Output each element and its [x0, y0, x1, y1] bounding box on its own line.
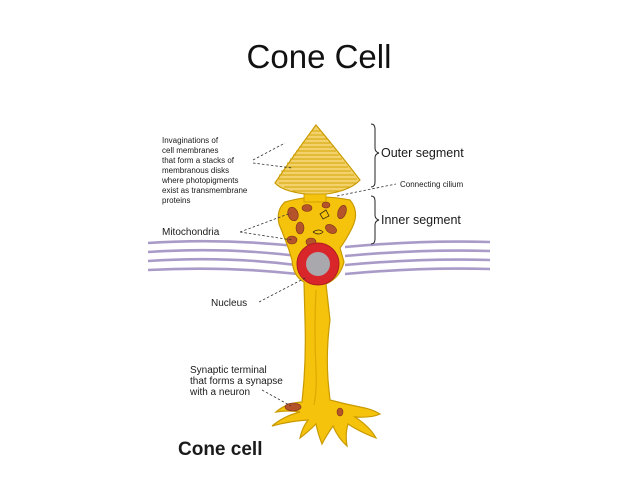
outer-segment-bracket [370, 123, 380, 188]
invaginations-label: Invaginations of cell membranes that for… [161, 136, 250, 205]
synaptic-terminal-label: Synaptic terminal that forms a synapse w… [189, 365, 286, 398]
outer-segment-label: Outer segment [381, 146, 464, 160]
outer-segment [274, 124, 361, 203]
slide-title: Cone Cell [246, 38, 392, 75]
membrane-lines [147, 239, 491, 276]
inner-segment-label: Inner segment [381, 213, 461, 227]
inner-segment-bracket [370, 195, 380, 245]
synaptic-line: with a neuron [189, 387, 250, 398]
nucleus-label: Nucleus [211, 298, 247, 309]
invaginations-line: Invaginations of [162, 136, 219, 145]
synaptic-line: Synaptic terminal [190, 365, 267, 376]
mitochondria [284, 201, 347, 417]
invaginations-line: that form a stacks of [162, 156, 235, 165]
invaginations-line: membranous disks [162, 166, 229, 175]
nucleus [296, 242, 340, 286]
invaginations-line: exist as transmembrane [162, 186, 248, 195]
cone-cell-caption: Cone cell [178, 439, 262, 460]
synaptic-line: that forms a synapse [190, 376, 283, 387]
connecting-cilium-label: Connecting cilium [400, 180, 463, 189]
invaginations-line: where photopigments [161, 176, 239, 185]
pointer-lines [239, 142, 397, 407]
invaginations-line: proteins [162, 196, 190, 205]
golgi-marks [312, 209, 330, 235]
invaginations-line: cell membranes [162, 146, 218, 155]
mitochondria-label: Mitochondria [162, 227, 220, 238]
